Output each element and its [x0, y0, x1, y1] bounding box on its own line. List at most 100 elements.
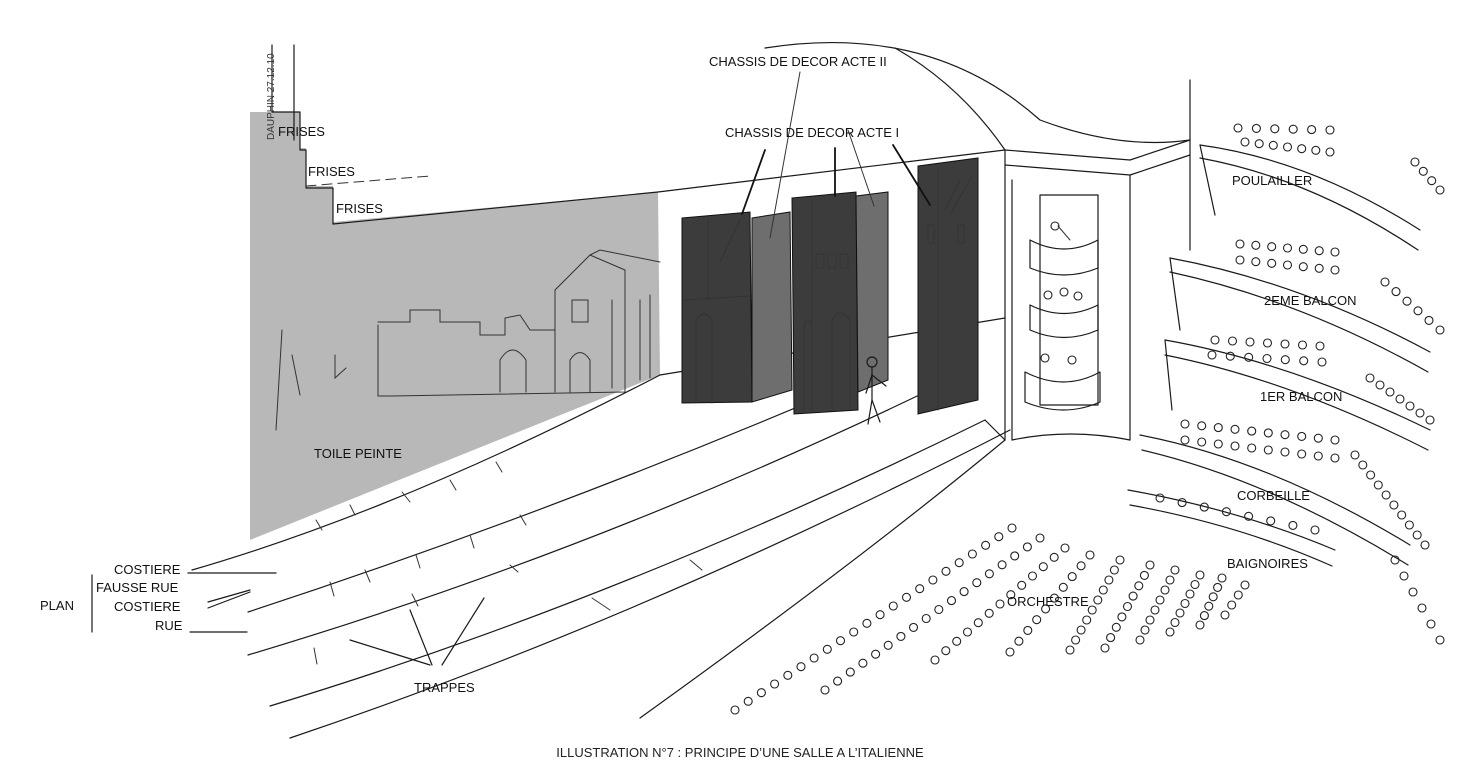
spectator — [1280, 339, 1290, 349]
spectator — [1314, 263, 1324, 273]
orchestra-seat — [1165, 575, 1175, 585]
spectator — [1235, 239, 1245, 249]
orchestra-seat — [946, 596, 957, 606]
label-corbeille: CORBEILLE — [1237, 488, 1310, 503]
label-frises-2: FRISES — [308, 164, 355, 179]
spectator — [1213, 439, 1223, 449]
spectator — [1402, 296, 1412, 306]
orchestra-seat — [1058, 582, 1068, 592]
spectator — [1381, 490, 1391, 500]
orchestra-seat — [941, 646, 951, 656]
orchestra-seat — [1195, 570, 1205, 580]
orchestra-seat — [901, 592, 912, 602]
spectator — [1412, 530, 1422, 540]
spectator — [1155, 493, 1165, 503]
spectator — [1267, 258, 1277, 268]
spectator — [1247, 426, 1257, 436]
orchestra-seat — [1190, 579, 1200, 590]
orchestra-seat — [954, 558, 964, 568]
orchestra-seat — [934, 604, 944, 615]
orchestra-seat — [1093, 595, 1103, 605]
spectator — [1425, 415, 1435, 425]
spectator — [1245, 337, 1255, 347]
spectator — [1288, 124, 1298, 134]
spectator — [1375, 380, 1385, 390]
spectator — [1404, 520, 1414, 530]
orchestra-seat — [1145, 560, 1155, 570]
orchestra-seat — [930, 655, 940, 665]
orchestra-seat — [1022, 542, 1032, 552]
spectator — [1313, 433, 1323, 443]
spectator — [1410, 157, 1420, 167]
orchestra-seat — [1049, 593, 1059, 603]
spectator — [1251, 123, 1261, 133]
spectator — [1310, 525, 1320, 535]
spectator — [1207, 350, 1217, 360]
spectator — [1298, 262, 1308, 272]
audience-seats — [730, 123, 1445, 715]
spectator — [1282, 142, 1293, 152]
orchestra-seat — [1076, 625, 1086, 635]
scenery-flats — [681, 71, 979, 415]
spectator — [1233, 123, 1243, 133]
spectator — [1263, 428, 1273, 438]
spectator — [1385, 387, 1395, 397]
spectator — [1365, 373, 1375, 383]
orchestra-seat — [1155, 595, 1165, 605]
orchestra-seat — [1071, 635, 1081, 645]
orchestra-seat — [1204, 601, 1214, 611]
orchestra-seat — [1195, 620, 1205, 630]
orchestra-seat — [1049, 552, 1059, 562]
orchestra-seat — [730, 705, 740, 715]
spectator — [1424, 315, 1434, 325]
spectator — [1251, 257, 1261, 267]
orchestra-seat — [822, 644, 832, 654]
spectator — [1307, 125, 1317, 135]
label-rue: RUE — [155, 618, 183, 633]
orchestra-seat — [1150, 605, 1160, 615]
orchestra-seat — [915, 584, 925, 594]
spectator — [1391, 287, 1401, 297]
spectator — [1288, 520, 1298, 530]
orchestra-seat — [849, 627, 859, 637]
labels: DAUPHIN 27.12.10 FRISES FRISES FRISES CH… — [40, 53, 1356, 760]
spectator — [1435, 185, 1445, 195]
spectator — [1197, 437, 1207, 447]
orchestra-seat — [959, 587, 969, 597]
orchestra-seat — [1076, 561, 1086, 571]
spectator — [1380, 277, 1390, 287]
orchestra-seat — [908, 622, 919, 632]
orchestra-seat — [1060, 543, 1070, 553]
orchestra-seat — [1041, 604, 1051, 614]
orchestra-seat — [1208, 592, 1218, 602]
spectator — [1435, 325, 1445, 335]
spectator — [1240, 137, 1250, 147]
spectator — [1299, 356, 1309, 366]
spectator — [1330, 453, 1340, 463]
backdrop-painted-cloth — [250, 44, 1006, 540]
spectator — [1395, 394, 1405, 404]
orchestra-seat — [1134, 581, 1144, 591]
label-2eme-balcon: 2EME BALCON — [1264, 293, 1356, 308]
orchestra-seat — [835, 636, 846, 646]
spectator — [1213, 423, 1223, 433]
spectator — [1270, 124, 1280, 134]
orchestra-seat — [984, 608, 994, 618]
spectator — [1280, 355, 1290, 365]
orchestra-seat — [858, 658, 868, 668]
orchestra-seat — [1145, 615, 1155, 625]
orchestra-seat — [820, 685, 830, 695]
spectator — [1267, 242, 1277, 252]
spectator — [1280, 447, 1290, 457]
orchestra-seat — [1135, 635, 1145, 645]
orchestra-seat — [952, 636, 962, 646]
orchestra-seat — [973, 618, 983, 628]
spectator — [1180, 419, 1190, 429]
orchestra-seat — [1038, 562, 1048, 572]
label-orchestre: ORCHESTRE — [1007, 594, 1089, 609]
spectator — [1358, 460, 1368, 470]
orchestra-seat — [1115, 555, 1125, 565]
orchestra-seat — [1217, 573, 1227, 583]
orchestra-seat — [1035, 533, 1045, 543]
